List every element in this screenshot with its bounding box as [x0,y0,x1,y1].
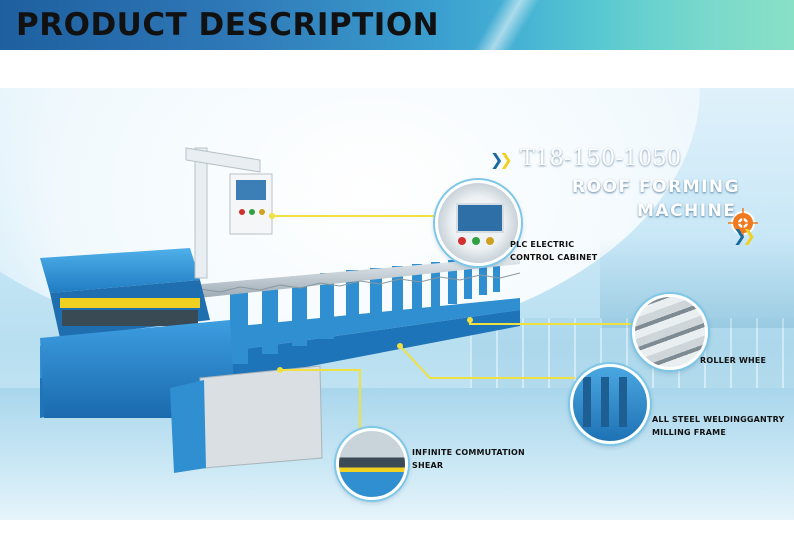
crosshair-target-icon [728,208,758,238]
shear-callout-image [336,428,408,500]
product-title-line1: ROOF FORMING [572,177,741,197]
shear-label-line1: INFINITE COMMUTATION [412,448,525,457]
leader-dots [269,213,473,373]
plc-cabinet-callout-image [435,180,521,266]
plc-label-line1: PLC ELECTRIC [510,240,575,249]
roller-label-line1: ROLLER WHEE [700,356,767,365]
page-title: PRODUCT DESCRIPTION [16,7,440,43]
double-chevron-right-icon: ❯❯ [490,150,513,169]
product-scene: ❯❯ T18-150-1050 ROOF FORMING MACHINE ❯❯ … [0,88,794,520]
plc-label-line2: CONTROL CABINET [510,253,598,262]
frame-label-line2: MILLING FRAME [652,428,726,437]
frame-label-line1: ALL STEEL WELDINGGANTRY [652,415,785,424]
machine-illustration [40,147,640,473]
roller-assembly [62,310,198,326]
yellow-guard [60,298,200,308]
roller-callout-label: ROLLER WHEE [700,354,766,367]
banner-gradient [520,0,794,50]
product-title-line2: MACHINE [637,201,737,221]
control-arm-post [194,147,208,279]
front-cover [40,248,200,293]
shear-housing [199,365,323,469]
roller-callout-image [632,294,708,370]
shear-label-line2: SHEAR [412,461,444,470]
frame-callout-label: ALL STEEL WELDINGGANTRY MILLING FRAME [652,413,785,439]
roller-stands [230,256,500,364]
plc-callout-label: PLC ELECTRIC CONTROL CABINET [510,238,597,264]
shear-callout-label: INFINITE COMMUTATION SHEAR [412,446,525,472]
double-chevron-right-icon: ❯❯ [733,226,756,245]
frame-callout-image [570,364,650,444]
header-banner: PRODUCT DESCRIPTION [0,0,794,50]
product-model: T18-150-1050 [520,146,682,171]
